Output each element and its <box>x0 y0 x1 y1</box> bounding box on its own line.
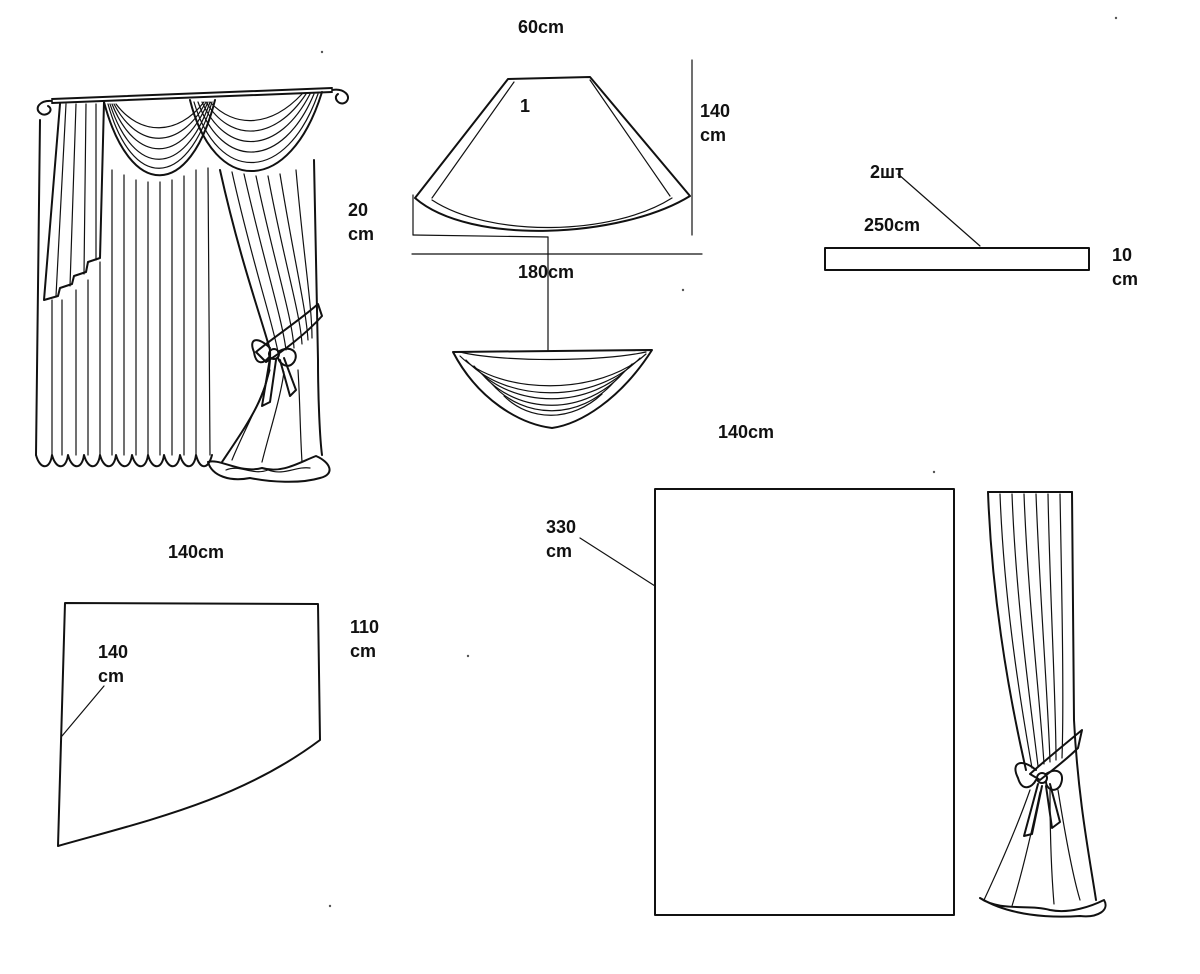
tieback-strip-piece <box>824 173 1090 271</box>
tied-panel-illustration <box>979 491 1107 918</box>
tieback-length-label: 250cm <box>864 215 921 235</box>
tieback-quantity-label: 2шт <box>870 162 904 182</box>
paper-specks <box>320 16 1118 908</box>
jabot-slant-label: 140 cm <box>98 642 129 686</box>
panel-width-label: 140cm <box>718 422 775 442</box>
swag-piece-number-label: 1 <box>520 96 531 116</box>
jabot-pattern-piece <box>57 602 321 847</box>
jabot-width-label: 140cm <box>168 542 225 562</box>
swag-pattern-piece <box>411 59 703 351</box>
curtain-panel-piece <box>579 488 955 916</box>
swag-height-label: 140 cm <box>700 101 731 145</box>
pleated-swag-view <box>452 349 653 429</box>
curtain-illustration <box>35 87 350 483</box>
swag-drop-label: 20 cm <box>348 200 375 244</box>
jabot-height-label: 110 cm <box>350 617 380 661</box>
panel-height-label: 330 cm <box>546 517 577 561</box>
swag-bottom-width-label: 180cm <box>518 262 575 282</box>
tieback-width-label: 10 cm <box>1112 245 1139 289</box>
swag-top-width-label: 60cm <box>518 17 565 37</box>
